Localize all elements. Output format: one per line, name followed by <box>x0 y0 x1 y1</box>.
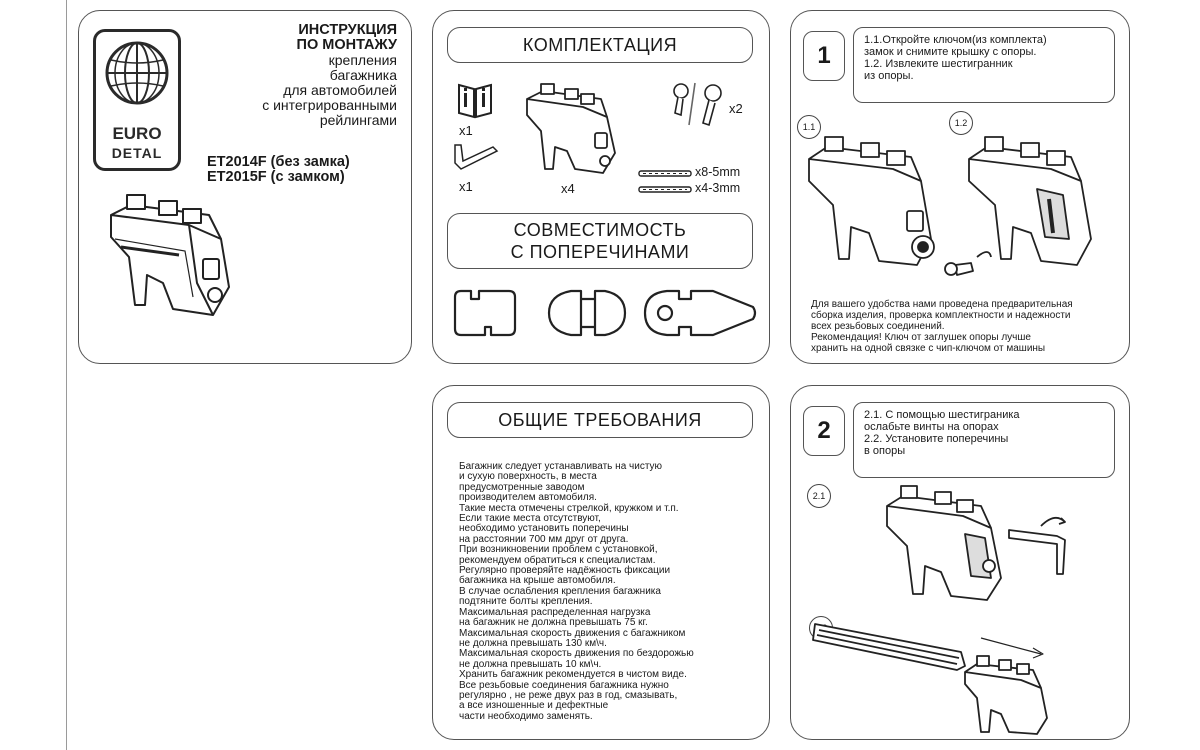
requirement-line: подтяните болты крепления. <box>459 596 593 608</box>
logo-detal: DETAL <box>111 145 163 161</box>
model-et2015f: ET2015F (с замком) <box>207 169 345 185</box>
requirement-line: При возникновении проблем с установкой, <box>459 544 658 556</box>
kit-header: КОМПЛЕКТАЦИЯ <box>447 27 753 63</box>
roof-support-illustration <box>110 194 230 316</box>
step-1-number: 1 <box>803 31 845 81</box>
step-2-number: 2 <box>803 406 845 456</box>
requirements-header-text: ОБЩИЕ ТРЕБОВАНИЯ <box>498 409 702 430</box>
requirement-line: производителем автомобиля. <box>459 492 597 504</box>
hex-key-icon <box>454 144 499 170</box>
note-line: хранить на одной связке с чип-ключом от … <box>811 343 1046 354</box>
eurodetal-logo: EURO DETAL <box>93 29 181 171</box>
model-numbers: ET2014F (без замка) ET2015F (с замком) <box>207 155 403 185</box>
instruction-line: 2.1. С помощью шестиграника <box>864 409 1020 421</box>
requirement-line: необходимо установить поперечины <box>459 523 629 535</box>
manual-book-icon <box>458 83 492 119</box>
globe-icon <box>105 41 169 105</box>
figure-label-2-1: 2.1 <box>807 484 831 508</box>
note-line: Для вашего удобства нами проведена предв… <box>811 299 1073 310</box>
requirement-line: Багажник следует устанавливать на чистую <box>459 461 663 472</box>
step-1-panel: 1 1.1.Откройте ключом(из комплекта) замо… <box>790 10 1130 364</box>
title-line: с интегрированными <box>262 97 397 113</box>
support-unit-icon <box>526 83 616 174</box>
instruction-line: ослабьте винты на опорах <box>864 421 999 433</box>
square-profile-icon <box>453 289 517 337</box>
figure-label-1-2: 1.2 <box>949 111 973 135</box>
requirement-line: В случае ослабления крепления багажника <box>459 585 661 597</box>
keys-qty: x2 <box>729 101 743 116</box>
lock-keys-icon <box>673 82 722 127</box>
requirement-line: не должна превышать 130 км\ч. <box>459 637 607 649</box>
step-2-instructions: 2.1. С помощью шестиграника ослабьте вин… <box>853 402 1115 478</box>
aero-profile-icon <box>547 289 627 337</box>
requirement-line: Все резьбовые соединения багажника нужно <box>459 679 669 691</box>
instruction-line: в опоры <box>864 445 906 457</box>
title-line: ПО МОНТАЖУ <box>296 37 397 53</box>
title-line: ИНСТРУКЦИЯ <box>298 22 397 38</box>
requirement-line: не должна превышать 10 км\ч. <box>459 658 602 670</box>
instruction-line: 1.1.Откройте ключом(из комплекта) <box>864 34 1047 46</box>
crossbar-profiles-illustration <box>453 289 757 337</box>
kit-header-text: КОМПЛЕКТАЦИЯ <box>522 34 678 55</box>
instruction-line: 2.2. Установите поперечины <box>864 433 1009 445</box>
compat-header-line: СОВМЕСТИМОСТЬ <box>513 220 687 240</box>
requirement-line: части необходимо заменять. <box>459 710 593 722</box>
pads-3mm-qty: x4-3mm <box>695 181 741 195</box>
requirement-line: на багажник не должна превышать 75 кг. <box>459 617 648 629</box>
title-line: для автомобилей <box>283 82 397 98</box>
model-et2014f: ET2014F (без замка) <box>207 154 350 170</box>
page-fold-line <box>66 0 67 750</box>
note-line: Рекомендация! Ключ от заглушек опоры луч… <box>811 332 1031 343</box>
title-line: рейлингами <box>319 112 397 128</box>
requirement-line: регулярно , не реже двух раз в год, смаз… <box>459 689 678 701</box>
requirement-line: Максимальная скорость движения с багажни… <box>459 627 686 639</box>
requirement-line: Максимальная распределенная нагрузка <box>459 606 651 618</box>
compatibility-header: СОВМЕСТИМОСТЬ С ПОПЕРЕЧИНАМИ <box>447 213 753 269</box>
figure-label-1-1: 1.1 <box>797 115 821 139</box>
requirement-line: Хранить багажник рекомендуется в чистом … <box>459 669 687 681</box>
step-1-instructions: 1.1.Откройте ключом(из комплекта) замок … <box>853 27 1115 103</box>
step-1-note: Для вашего удобства нами проведена предв… <box>811 299 1127 354</box>
title-panel: EURO DETAL ИНСТРУКЦИЯ ПО МОНТАЖУ креплен… <box>78 10 412 364</box>
title-line: крепления <box>328 52 397 68</box>
requirement-line: Регулярно проверяйте надёжность фиксации <box>459 565 671 577</box>
manual-qty: x1 <box>459 123 473 138</box>
step-2-panel: 2 2.1. С помощью шестиграника ослабьте в… <box>790 385 1130 740</box>
requirement-line: Максимальная скорость движения по бездор… <box>459 648 694 660</box>
instruction-line: 1.2. Извлеките шестигранник <box>864 58 1013 70</box>
requirements-panel: ОБЩИЕ ТРЕБОВАНИЯ Багажник следует устана… <box>432 385 770 740</box>
step-1-illustration <box>808 136 1092 276</box>
requirement-line: рекомендуем обратиться к специалистам. <box>459 554 656 566</box>
requirement-line: Такие места отмечены стрелкой, кружком и… <box>459 502 679 514</box>
note-line: сборка изделия, проверка комплектности и… <box>811 310 1071 321</box>
hex-key-qty: x1 <box>459 179 473 194</box>
logo-euro: EURO <box>112 124 162 143</box>
requirement-line: на расстоянии 700 мм друг от друга. <box>459 533 629 545</box>
title-line: багажника <box>329 67 397 83</box>
note-line: всех резьбовых соединений. <box>811 321 945 332</box>
step-2-2-illustration <box>812 623 1048 735</box>
pads-5mm-qty: x8-5mm <box>695 165 741 179</box>
requirement-line: а все изношенные и дефектные <box>459 700 609 712</box>
requirement-line: Если такие места отсутствуют, <box>459 513 601 525</box>
requirements-header: ОБЩИЕ ТРЕБОВАНИЯ <box>447 402 753 438</box>
compat-header-line: С ПОПЕРЕЧИНАМИ <box>510 242 690 262</box>
requirement-line: и сухую поверхность, в места <box>459 471 597 483</box>
rubber-pads-icon <box>638 170 692 193</box>
requirement-line: багажника на крыше автомобиля. <box>459 575 616 587</box>
supports-qty: x4 <box>561 181 575 196</box>
requirement-line: предусмотренные заводом <box>459 481 585 493</box>
requirements-text: Багажник следует устанавливать на чистую… <box>459 461 759 722</box>
wing-profile-icon <box>643 289 757 337</box>
instruction-line: из опоры. <box>864 70 914 82</box>
step-2-1-illustration <box>886 485 1066 601</box>
document-title: ИНСТРУКЦИЯ ПО МОНТАЖУ крепления багажник… <box>187 23 397 128</box>
kit-panel: КОМПЛЕКТАЦИЯ x1 x1 x4 x2 <box>432 10 770 364</box>
instruction-line: замок и снимите крышку с опоры. <box>864 46 1037 58</box>
